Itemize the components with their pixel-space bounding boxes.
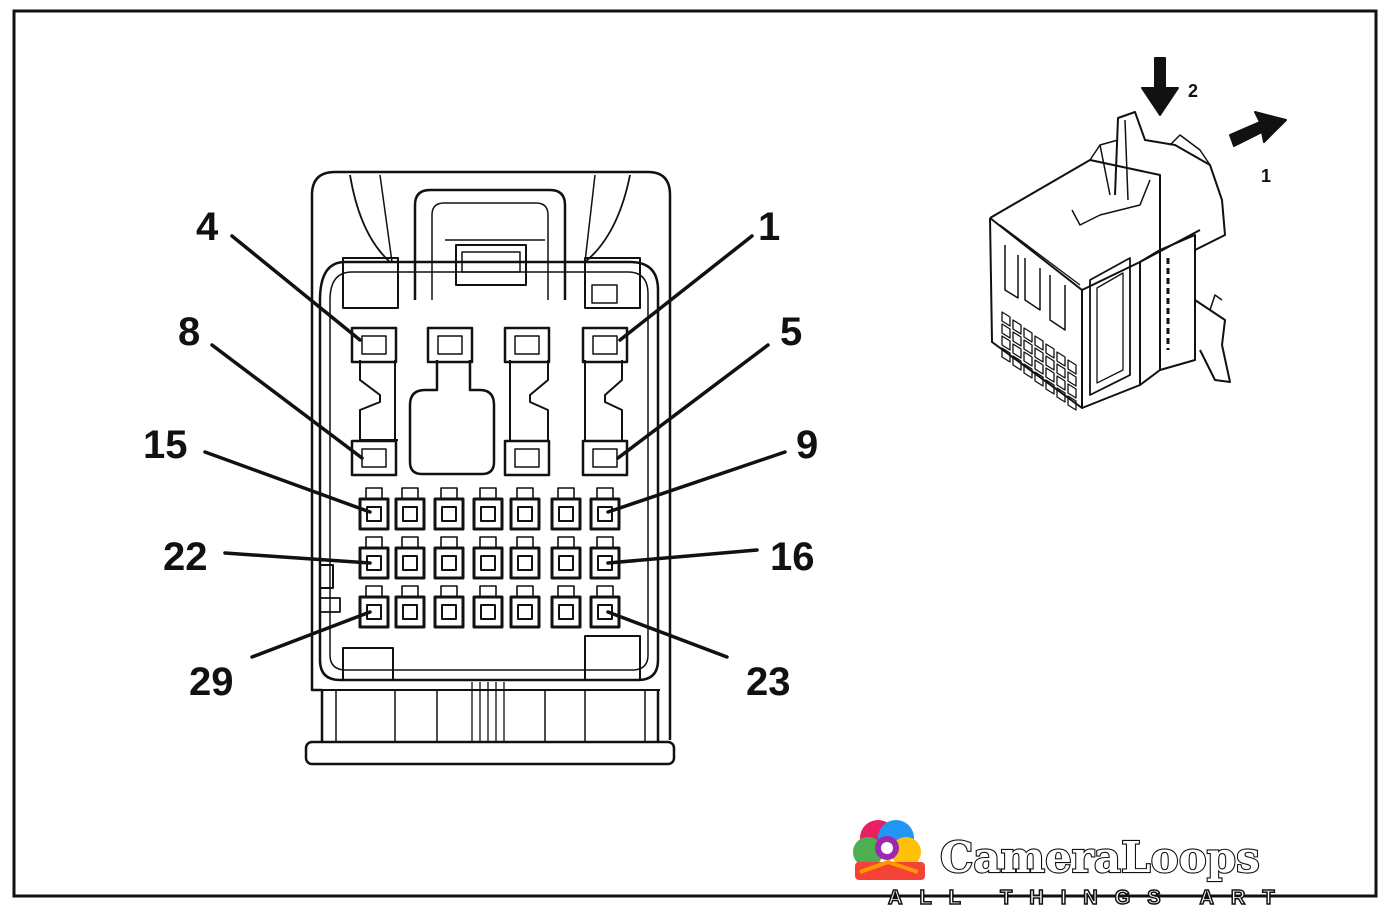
iso-cavity: [1023, 327, 1033, 343]
large-terminal-row-bottom: [350, 439, 629, 477]
iso-cavity: [1001, 311, 1011, 327]
small-terminal: [589, 585, 621, 629]
small-terminal: [358, 585, 390, 629]
camera-lens-icon: [853, 820, 925, 880]
pin-label-29: 29: [189, 660, 234, 704]
small-terminal: [472, 585, 504, 629]
iso-cavity: [1001, 335, 1011, 351]
pin-leader-lines: [203, 234, 787, 659]
housing-outline: [310, 170, 672, 740]
small-terminal: [509, 487, 541, 531]
arrow-label-1: 1: [1261, 166, 1271, 186]
small-terminal: [394, 585, 426, 629]
iso-cavity: [1045, 379, 1055, 395]
iso-cavity: [1045, 367, 1055, 383]
small-terminal: [509, 585, 541, 629]
pin-label-22: 22: [163, 535, 208, 579]
iso-cavity: [1056, 351, 1066, 367]
connector-isometric-view: [989, 57, 1287, 411]
iso-cavity: [1023, 351, 1033, 367]
pin-label-8: 8: [178, 310, 200, 354]
iso-cavity: [1012, 355, 1022, 371]
large-terminal-row-top: [350, 326, 629, 364]
arrow-label-2: 2: [1188, 81, 1198, 101]
small-terminal: [472, 487, 504, 531]
iso-cavity: [1067, 359, 1077, 375]
cameraloops-logo: CameraLoops ALL THINGS ART: [853, 820, 1292, 910]
small-terminal: [394, 536, 426, 580]
logo-tagline-text: ALL THINGS ART: [888, 887, 1292, 909]
small-terminal: [509, 536, 541, 580]
iso-cavity: [1067, 371, 1077, 387]
small-terminal: [433, 536, 465, 580]
iso-cavity: [1034, 359, 1044, 375]
iso-cavity: [1034, 371, 1044, 387]
pin-label-4: 4: [196, 205, 219, 249]
pin-labels: 4 1 8 5 15 9 22 16 29 23: [143, 205, 818, 704]
pin-label-5: 5: [780, 310, 802, 354]
connector-face: [318, 260, 660, 682]
connector-face-view: [304, 170, 676, 766]
iso-cavity: [1056, 363, 1066, 379]
logo-brand-text: CameraLoops: [940, 833, 1260, 882]
small-terminal: [472, 536, 504, 580]
small-terminal: [550, 536, 582, 580]
iso-cavity: [1012, 319, 1022, 335]
small-terminal: [358, 536, 390, 580]
iso-cavity: [1034, 335, 1044, 351]
iso-cavity: [1023, 339, 1033, 355]
small-terminal: [433, 487, 465, 531]
pin-label-15: 15: [143, 423, 188, 467]
small-terminal-grid: [358, 487, 621, 629]
small-terminal: [433, 585, 465, 629]
iso-cavity: [1034, 347, 1044, 363]
iso-cavity: [1045, 355, 1055, 371]
pin-label-16: 16: [770, 535, 815, 579]
iso-cavity: [1045, 343, 1055, 359]
pin-label-23: 23: [746, 660, 791, 704]
diagram-border: [12, 9, 1378, 898]
small-terminal: [589, 487, 621, 531]
connector-base: [304, 740, 676, 766]
top-latch: [413, 188, 567, 300]
iso-cavity: [1023, 363, 1033, 379]
iso-cavity: [1001, 323, 1011, 339]
iso-cavity: [1056, 387, 1066, 403]
pin-label-1: 1: [758, 205, 780, 249]
iso-cavity: [1067, 383, 1077, 399]
small-terminal: [358, 487, 390, 531]
iso-cavity: [1056, 375, 1066, 391]
pin-label-9: 9: [796, 423, 818, 467]
small-terminal: [394, 487, 426, 531]
keying-cavity: [408, 360, 496, 476]
iso-cavity: [1001, 347, 1011, 363]
small-terminal: [550, 585, 582, 629]
iso-cavity: [1067, 395, 1077, 411]
iso-cavity: [1012, 331, 1022, 347]
pull-arrow-right-icon: [1229, 111, 1287, 147]
small-terminal: [550, 487, 582, 531]
push-arrow-down-icon: [1141, 57, 1179, 116]
small-terminal: [589, 536, 621, 580]
iso-cavity: [1012, 343, 1022, 359]
